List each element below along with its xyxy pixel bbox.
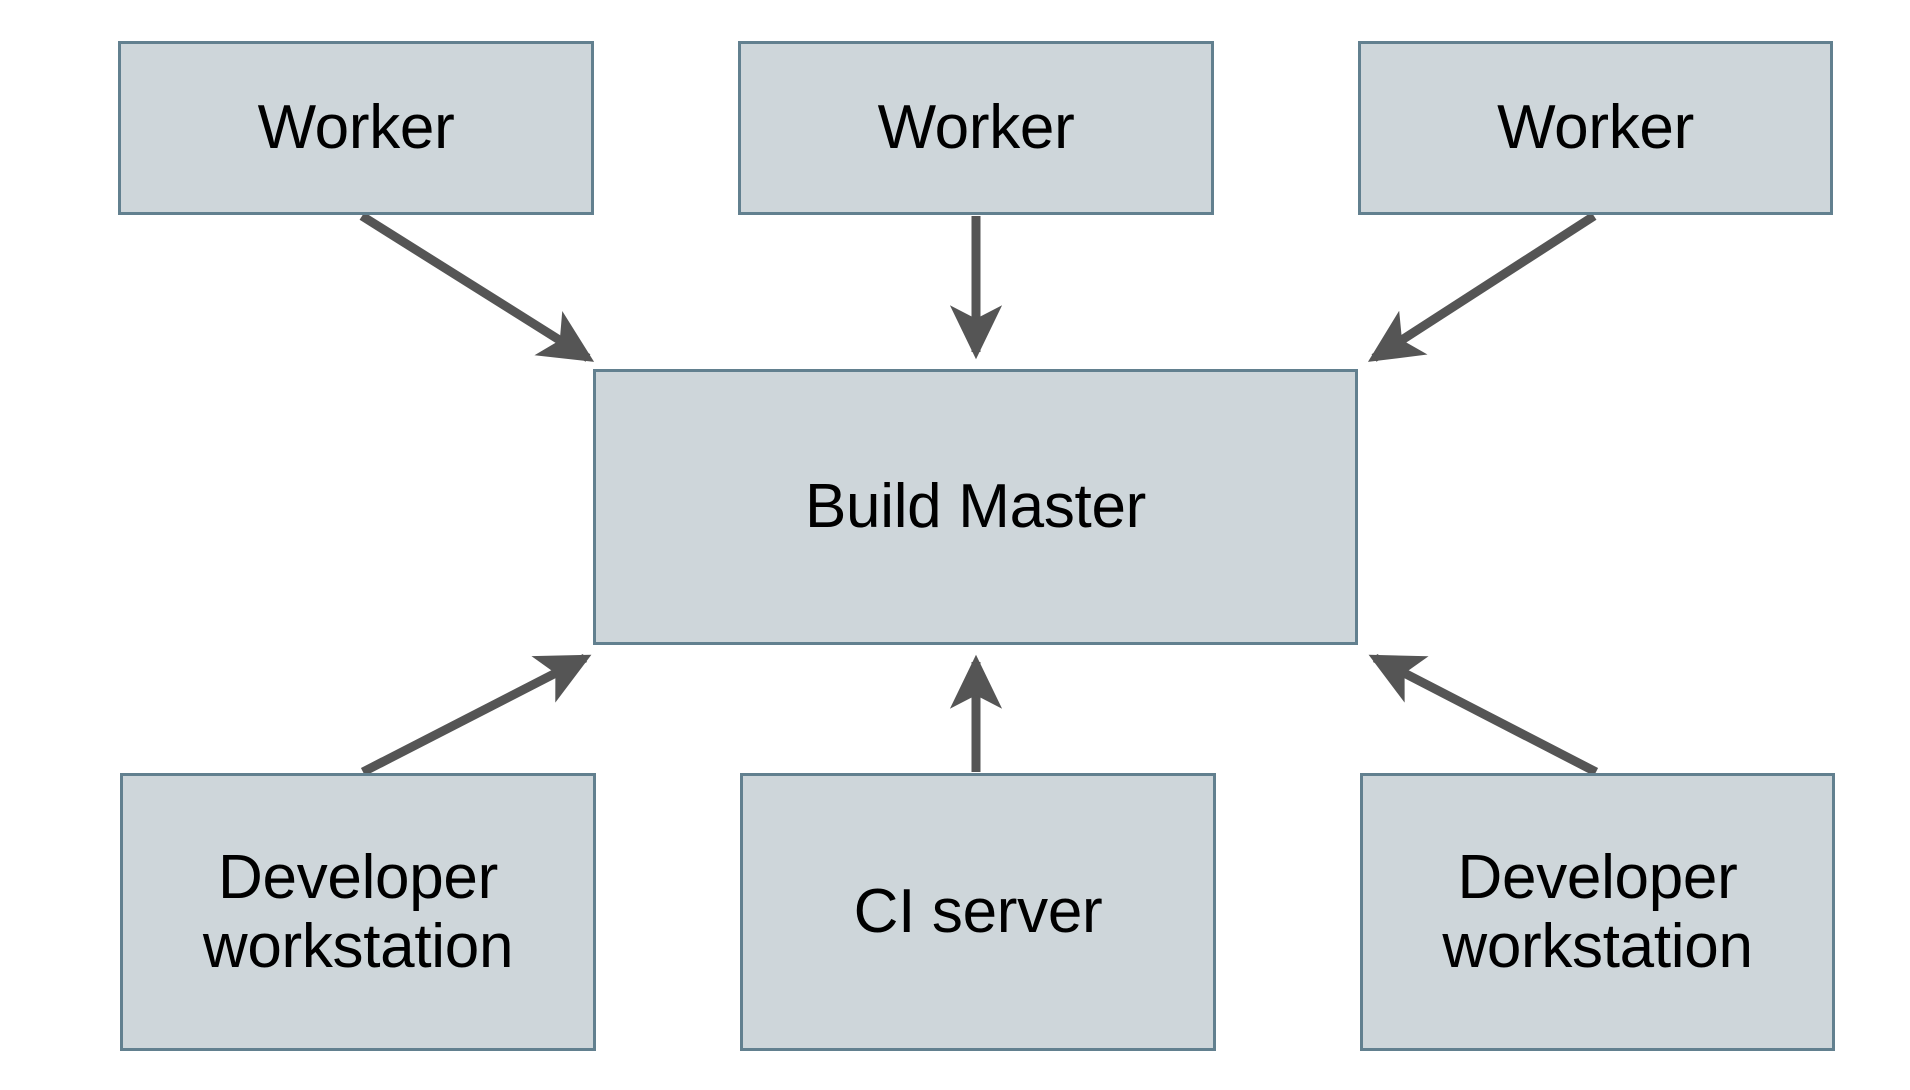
- edge-worker3-to-build-master: [1367, 212, 1597, 362]
- node-label: Worker: [877, 93, 1075, 163]
- node-label: Worker: [1497, 93, 1694, 163]
- node-developer-workstation-right[interactable]: Developer workstation: [1360, 773, 1835, 1051]
- edge-dev-left-to-build-master: [360, 653, 592, 777]
- node-build-master[interactable]: Build Master: [593, 369, 1358, 645]
- node-label: Developer workstation: [1442, 842, 1753, 981]
- node-developer-workstation-left[interactable]: Developer workstation: [120, 773, 596, 1051]
- node-label: Worker: [257, 93, 455, 163]
- node-label: CI server: [853, 877, 1103, 947]
- node-ci-server[interactable]: CI server: [740, 773, 1216, 1051]
- node-worker-1[interactable]: Worker: [118, 41, 594, 215]
- node-worker-3[interactable]: Worker: [1358, 41, 1833, 215]
- edge-worker1-to-build-master: [359, 212, 595, 362]
- node-worker-2[interactable]: Worker: [738, 41, 1214, 215]
- node-label: Build Master: [805, 472, 1146, 542]
- edge-dev-right-to-build-master: [1368, 654, 1599, 776]
- node-label: Developer workstation: [202, 842, 514, 981]
